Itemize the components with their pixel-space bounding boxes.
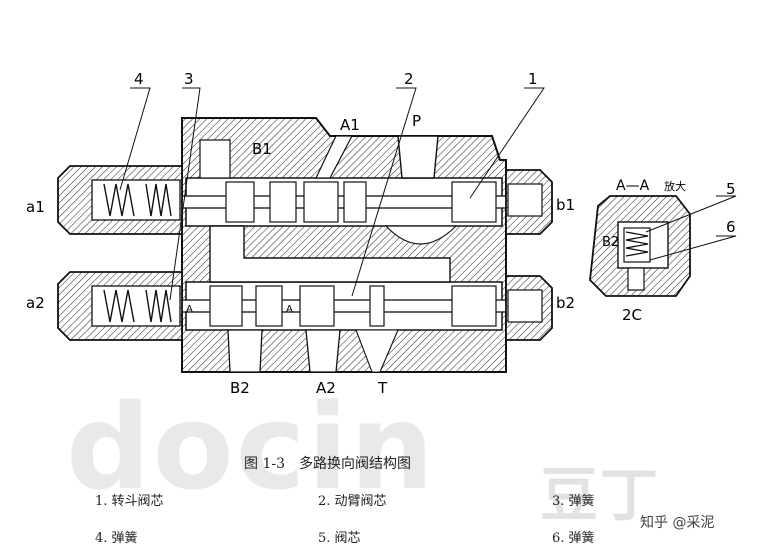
callout-6: 6 [726, 218, 736, 236]
legend-item-6: 6. 弹簧 [552, 531, 595, 546]
port-B2: B2 [230, 379, 250, 397]
legend-item-2: 2. 动臂阀芯 [318, 494, 387, 509]
figure-caption: 图 1-3 多路换向阀结构图 [244, 456, 411, 472]
valve-body [181, 117, 507, 373]
section-title: A—A [616, 178, 650, 194]
section-mark-left: A [186, 304, 193, 315]
section-aa-view [589, 195, 691, 297]
port-B1: B1 [252, 140, 272, 158]
port-b2: b2 [556, 294, 575, 312]
legend-item-5: 5. 阀芯 [318, 531, 361, 546]
port-a2: a2 [26, 294, 45, 312]
spring-4 [103, 183, 135, 323]
section-bottom-label: 2C [622, 306, 642, 324]
watermark-logo: docin [66, 378, 436, 516]
leader-lines [119, 87, 737, 301]
port-A2: A2 [316, 379, 336, 397]
port-b1: b1 [556, 196, 575, 214]
callout-5: 5 [726, 180, 736, 198]
watermark-glyphs: 豆丁 [540, 461, 661, 529]
callout-1: 1 [528, 70, 538, 88]
section-port-b2: B2 [602, 235, 619, 250]
callout-3: 3 [184, 70, 194, 88]
port-P: P [412, 112, 421, 130]
legend-item-3: 3. 弹簧 [552, 494, 595, 509]
spring-3 [145, 183, 172, 323]
callout-2: 2 [404, 70, 414, 88]
port-T: T [377, 379, 388, 397]
upper-spool [179, 181, 511, 223]
legend-item-4: 4. 弹簧 [95, 531, 138, 546]
right-end-caps [505, 169, 553, 341]
port-A1: A1 [340, 116, 360, 134]
credit-label: 知乎 @采泥 [640, 515, 715, 531]
legend-item-1: 1. 转斗阀芯 [95, 494, 164, 509]
port-a1: a1 [26, 198, 45, 216]
lower-spool [179, 285, 511, 327]
section-mark-right: A [286, 304, 293, 315]
callout-4: 4 [134, 70, 144, 88]
section-zoom-label: 放大 [664, 179, 686, 193]
